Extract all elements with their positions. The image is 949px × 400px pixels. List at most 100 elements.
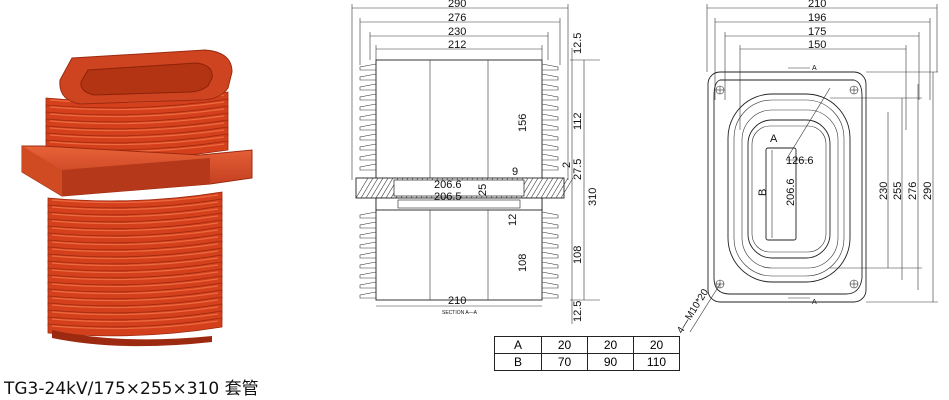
section-fin	[541, 73, 559, 81]
section-fin	[359, 271, 377, 279]
section-fin	[541, 103, 559, 111]
section-fin	[359, 291, 377, 299]
bushing-rib-highlight	[49, 122, 225, 132]
bushing-rib-highlight	[51, 292, 219, 302]
bushing-rib-highlight	[49, 115, 225, 125]
dim-108-inner: 108	[517, 254, 529, 272]
dim-310: 310	[587, 188, 599, 206]
table-cell: A	[494, 336, 542, 354]
section-fin	[359, 241, 377, 249]
section-fin	[359, 103, 377, 111]
section-hatch-line	[380, 177, 394, 199]
bushing-rib	[47, 317, 223, 337]
dim-27-5: 27.5	[572, 159, 584, 180]
dim-112: 112	[572, 112, 584, 130]
section-fin	[359, 83, 377, 91]
section-fin	[359, 143, 377, 151]
dim-2: 2	[561, 162, 573, 168]
bushing-rib-highlight	[51, 264, 219, 274]
table-cell: 20	[633, 336, 680, 354]
section-fin	[541, 133, 559, 141]
section-mark-bottom: A	[812, 299, 817, 306]
bushing-rib-highlight	[51, 236, 219, 246]
section-hatch-line	[530, 177, 544, 199]
section-fin	[359, 93, 377, 101]
table-cell: 90	[587, 353, 634, 371]
bushing-rib-highlight	[51, 320, 219, 330]
section-fin	[359, 211, 377, 219]
section-hatch-line	[355, 177, 369, 199]
table-cell: B	[494, 353, 542, 371]
section-fin	[359, 221, 377, 229]
dim-108: 108	[572, 246, 584, 264]
bushing-rib-highlight	[51, 285, 219, 295]
section-fin	[359, 281, 377, 289]
section-hatch-line	[540, 177, 554, 199]
section-fin	[541, 261, 559, 269]
bushing-rib-highlight	[51, 313, 219, 323]
label-a: A	[770, 133, 778, 145]
bushing-rib-highlight	[51, 299, 219, 309]
bushing-rib-highlight	[51, 215, 219, 225]
section-fin	[359, 133, 377, 141]
section-hatch-line	[555, 177, 569, 199]
section-fin	[541, 143, 559, 151]
label-126-6: 126.6	[786, 155, 814, 167]
dim-12: 12	[507, 214, 519, 226]
section-fin	[359, 261, 377, 269]
bushing-rib-highlight	[51, 257, 219, 267]
plan-drawing: 210 196 175 150 A A A 126.6 B 206.6 230 …	[675, 0, 938, 336]
section-hatch-line	[535, 177, 549, 199]
plan-dim-196: 196	[808, 12, 826, 24]
section-fin	[541, 63, 559, 71]
section-fin	[541, 83, 559, 91]
product-caption: TG3-24kV/175×255×310 套管	[4, 379, 259, 399]
section-fin	[541, 231, 559, 239]
bore-206-6: 206.6	[434, 179, 462, 191]
bushing-rib-highlight	[51, 208, 219, 218]
section-drawing: 290 276 230 212 156 9 206.6 206.5 25 12 …	[351, 0, 600, 324]
table-row: A 20 20 20	[494, 336, 680, 354]
section-fin	[541, 241, 559, 249]
section-label: SECTION A—A	[442, 310, 478, 316]
section-mark-top: A	[812, 65, 817, 72]
table-row: B 70 90 110	[494, 353, 680, 371]
bolt-note: 4—M10*20	[675, 287, 711, 336]
section-fin	[359, 163, 377, 171]
bushing-rib-highlight	[49, 108, 225, 118]
spec-table: A 20 20 20 B 70 90 110	[494, 336, 680, 371]
plan-dim-210: 210	[808, 0, 826, 10]
section-hatch-line	[375, 177, 389, 199]
dim-212: 212	[448, 39, 466, 51]
section-fin	[359, 113, 377, 121]
section-fin	[359, 251, 377, 259]
section-hatch-line	[560, 177, 574, 199]
section-fin	[541, 251, 559, 259]
plan-dim-290: 290	[922, 182, 934, 200]
table-cell: 70	[541, 353, 588, 371]
section-fin	[359, 123, 377, 131]
plan-dim-150: 150	[808, 39, 826, 51]
dim-290: 290	[448, 0, 466, 10]
bushing-rib-highlight	[49, 129, 225, 139]
bushing-rib-highlight	[51, 222, 219, 232]
section-body	[355, 59, 574, 301]
label-206-6: 206.6	[785, 178, 797, 206]
section-fin	[541, 281, 559, 289]
bushing-rib-highlight	[49, 101, 225, 111]
section-fin	[541, 271, 559, 279]
section-hatch-line	[365, 177, 379, 199]
bushing-rib-highlight	[49, 136, 225, 146]
plan-dim-255: 255	[892, 182, 904, 200]
bore-206-5: 206.5	[434, 191, 462, 203]
bushing-rib-highlight	[51, 229, 219, 239]
section-fin	[541, 211, 559, 219]
section-fin	[541, 93, 559, 101]
section-fin	[541, 113, 559, 121]
dim-210: 210	[448, 295, 466, 307]
dim-9: 9	[512, 166, 518, 178]
table-cell: 20	[587, 336, 634, 354]
bushing-rib-highlight	[51, 271, 219, 281]
section-fin	[359, 73, 377, 81]
dim-12-5-top: 12.5	[572, 33, 584, 54]
